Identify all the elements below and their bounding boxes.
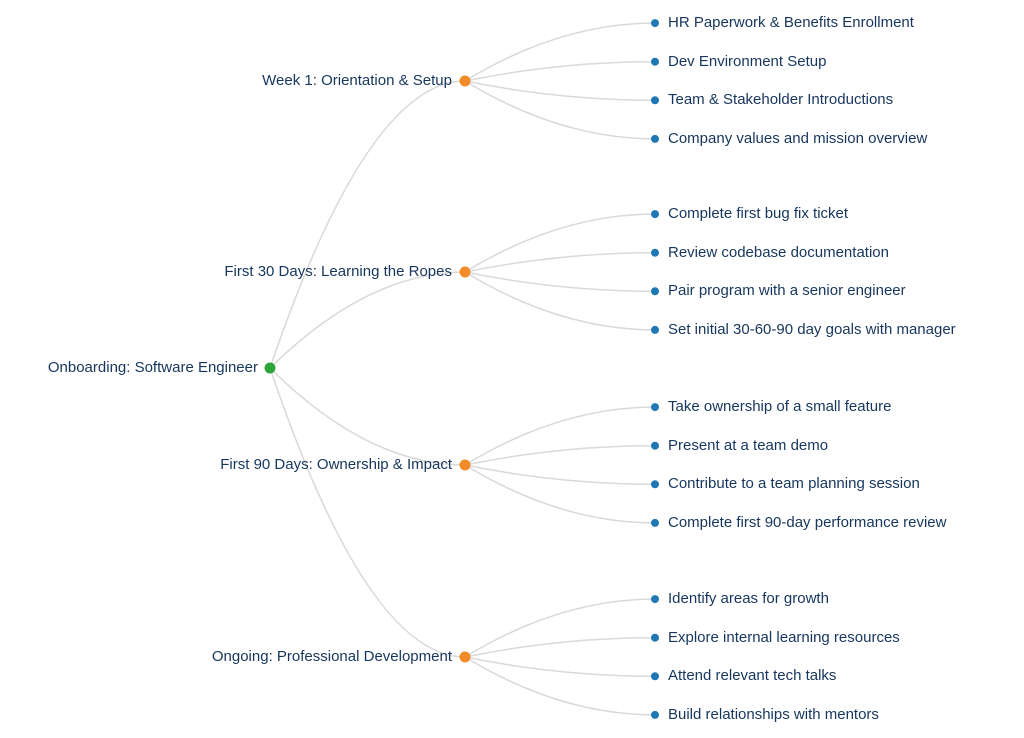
leaf-node-dot[interactable] [651,441,659,450]
leaf-node-dot[interactable] [651,134,659,143]
leaf-node-dot[interactable] [651,287,659,296]
link-curve [464,80,656,140]
leaf-node-dot[interactable] [651,710,659,719]
link-curve [464,656,656,716]
leaf-node-label[interactable]: Pair program with a senior engineer [668,282,906,299]
leaf-node-label[interactable]: Attend relevant tech talks [668,667,837,684]
link-curve [269,80,466,369]
leaf-node-label[interactable]: HR Paperwork & Benefits Enrollment [668,14,914,31]
leaf-node-dot[interactable] [651,672,659,681]
root-node-label[interactable]: Onboarding: Software Engineer [47,359,258,376]
branch-node-dot[interactable] [459,266,471,278]
leaf-node-dot[interactable] [651,248,659,257]
branch-node-label[interactable]: First 90 Days: Ownership & Impact [220,456,452,473]
leaf-node-label[interactable]: Complete first bug fix ticket [668,205,849,222]
branch-node-label[interactable]: First 30 Days: Learning the Ropes [224,263,452,280]
link-curve [464,251,656,273]
link-curve [464,444,656,466]
leaf-node-dot[interactable] [651,210,659,219]
leaf-node-label[interactable]: Review codebase documentation [668,244,889,261]
link-curve [464,80,656,102]
leaf-node-dot[interactable] [651,633,659,642]
link-curve [464,406,656,466]
leaf-node-dot[interactable] [651,19,659,28]
leaf-node-label[interactable]: Take ownership of a small feature [668,398,892,415]
link-curve [269,367,466,466]
link-curve [464,60,656,82]
link-curve [464,464,656,524]
branch-node-dot[interactable] [459,651,471,663]
leaf-node-label[interactable]: Complete first 90-day performance review [668,514,947,531]
branch-node-label[interactable]: Ongoing: Professional Development [211,648,452,665]
leaf-node-label[interactable]: Contribute to a team planning session [668,475,920,492]
link-curve [464,22,656,82]
leaf-node-label[interactable]: Team & Stakeholder Introductions [668,91,894,108]
link-curve [464,213,656,273]
leaf-node-dot[interactable] [651,480,659,489]
leaf-node-label[interactable]: Present at a team demo [668,437,829,454]
leaf-node-dot[interactable] [651,595,659,604]
leaf-node-label[interactable]: Company values and mission overview [668,130,928,147]
link-curve [269,367,466,658]
leaf-node-dot[interactable] [651,403,659,412]
leaf-node-dot[interactable] [651,57,659,66]
leaf-node-label[interactable]: Explore internal learning resources [668,629,900,646]
leaf-node-dot[interactable] [651,96,659,105]
branch-node-dot[interactable] [459,75,471,87]
leaf-node-label[interactable]: Set initial 30-60-90 day goals with mana… [668,321,956,338]
root-node-dot[interactable] [264,362,276,374]
leaf-node-label[interactable]: Build relationships with mentors [668,706,879,723]
branch-node-dot[interactable] [459,459,471,471]
branch-node-label[interactable]: Week 1: Orientation & Setup [262,72,452,89]
link-curve [464,271,656,331]
link-curve [464,656,656,678]
leaf-node-dot[interactable] [651,518,659,527]
link-curve [464,598,656,658]
link-curve [464,464,656,486]
leaf-node-dot[interactable] [651,325,659,334]
link-curve [464,636,656,658]
leaf-node-label[interactable]: Identify areas for growth [668,590,829,607]
link-curve [464,271,656,293]
link-curve [269,271,466,369]
leaf-node-label[interactable]: Dev Environment Setup [668,53,827,70]
